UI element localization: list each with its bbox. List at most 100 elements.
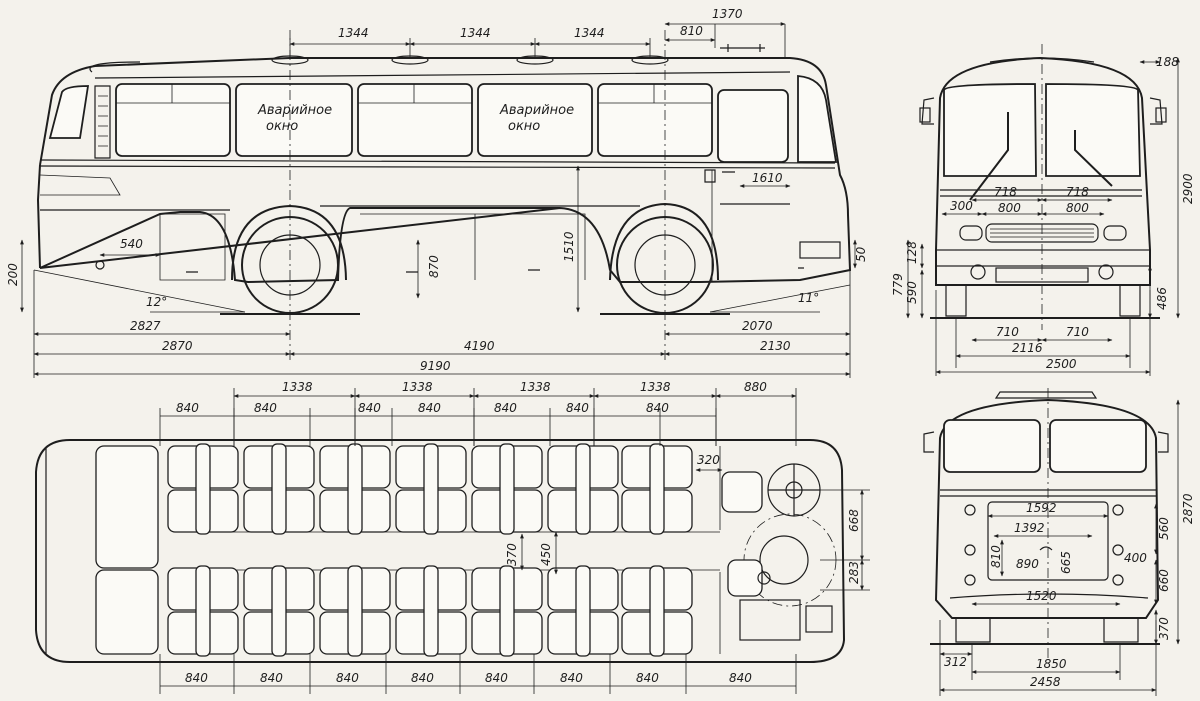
plan-dim-370: 370 <box>505 543 519 566</box>
front-view: 188 2900 718 718 300 800 800 128 779 590… <box>891 44 1195 376</box>
plan-seat-pitch-bottom-label: 840 <box>636 671 659 685</box>
plan-seat-pitch-top-label: 840 <box>494 401 517 415</box>
emergency-window-label-2b: окно <box>508 119 540 134</box>
dim-2070: 2070 <box>742 319 773 333</box>
plan-dim-1338-3: 1338 <box>520 380 551 394</box>
dim-870: 870 <box>427 255 441 278</box>
dim-200: 200 <box>6 263 20 286</box>
dim-rear-810: 810 <box>680 24 703 38</box>
plan-dim-1338-4: 1338 <box>640 380 671 394</box>
rear-dim-2458: 2458 <box>1030 675 1061 689</box>
plan-seat-pitch-top-label: 840 <box>418 401 441 415</box>
front-dim-800-right: 800 <box>1066 201 1089 215</box>
dim-1610: 1610 <box>752 171 783 185</box>
seat-pair <box>621 565 693 657</box>
front-dim-2116: 2116 <box>1012 341 1043 355</box>
dim-9190: 9190 <box>420 359 451 373</box>
rear-dim-400: 400 <box>1124 551 1147 565</box>
dim-2827: 2827 <box>130 319 161 333</box>
rear-dim-1520: 1520 <box>1026 589 1057 603</box>
plan-seat-pitch-top: 840 840 840 840 840 840 840 <box>159 401 717 446</box>
emergency-window-label-1b: окно <box>266 119 298 134</box>
front-dim-718-left: 718 <box>994 185 1017 199</box>
plan-seat-pitch-bottom-label: 840 <box>411 671 434 685</box>
dim-window-pitch-2: 1344 <box>460 26 491 40</box>
front-dim-128: 128 <box>905 241 919 264</box>
rear-dim-560: 560 <box>1157 517 1171 540</box>
seat-pair <box>167 443 239 535</box>
front-dim-800-left: 800 <box>998 201 1021 215</box>
front-dim-779: 779 <box>891 273 905 296</box>
seat-pair <box>319 443 391 535</box>
seat-pair <box>167 565 239 657</box>
seat-pair <box>471 443 543 535</box>
plan-dim-880: 880 <box>744 380 767 394</box>
emergency-window-label-1a: Аварийное <box>257 103 332 118</box>
rear-dim-810: 810 <box>989 545 1003 568</box>
plan-seat-pitch-bottom: 840 840 840 840 840 840 840 840 <box>159 654 797 694</box>
departure-angle: 11° <box>798 291 819 305</box>
dim-540: 540 <box>120 237 143 251</box>
plan-seat-pitch-top-label: 840 <box>254 401 277 415</box>
plan-seat-pitch-top-label: 840 <box>358 401 381 415</box>
dim-1510: 1510 <box>562 231 576 262</box>
front-dim-710-right: 710 <box>1066 325 1089 339</box>
plan-seat-pitch-bottom-label: 840 <box>560 671 583 685</box>
plan-seat-pitch-bottom-label: 840 <box>185 671 208 685</box>
rear-dim-890: 890 <box>1016 557 1039 571</box>
approach-angle: 12° <box>146 295 167 309</box>
side-view: Аварийное окно Аварийное окно <box>6 7 868 378</box>
front-dim-486: 486 <box>1155 287 1169 310</box>
seats-left-row <box>167 443 693 535</box>
rear-dim-1592: 1592 <box>1026 501 1057 515</box>
seat-pair <box>547 565 619 657</box>
front-dim-300: 300 <box>950 199 973 213</box>
rear-dim-660: 660 <box>1157 569 1171 592</box>
rear-dim-370: 370 <box>1157 617 1171 640</box>
plan-dim-1338-1: 1338 <box>282 380 313 394</box>
rear-dim-665: 665 <box>1059 551 1073 574</box>
plan-dim-320: 320 <box>697 453 720 467</box>
plan-dim-1338-2: 1338 <box>402 380 433 394</box>
plan-seat-pitch-bottom-label: 840 <box>336 671 359 685</box>
dim-rear-1370: 1370 <box>712 7 743 21</box>
plan-dim-283: 283 <box>847 561 861 584</box>
plan-seat-pitch-top-label: 840 <box>176 401 199 415</box>
emergency-window-label-2a: Аварийное <box>499 103 574 118</box>
seat-pair <box>621 443 693 535</box>
dim-50: 50 <box>854 246 868 262</box>
dim-2130: 2130 <box>760 339 791 353</box>
rear-dim-1850: 1850 <box>1036 657 1067 671</box>
seat-pair <box>395 443 467 535</box>
front-dim-718-right: 718 <box>1066 185 1089 199</box>
dim-2870: 2870 <box>162 339 193 353</box>
plan-seat-pitch-bottom-label: 840 <box>729 671 752 685</box>
front-dim-2500: 2500 <box>1046 357 1077 371</box>
dim-4190: 4190 <box>464 339 495 353</box>
seat-pair <box>547 443 619 535</box>
front-dim-2900: 2900 <box>1181 173 1195 204</box>
front-dim-710-left: 710 <box>996 325 1019 339</box>
seats-right-row <box>167 565 693 657</box>
plan-dim-668: 668 <box>847 509 861 532</box>
plan-seat-pitch-top-label: 840 <box>566 401 589 415</box>
dim-window-pitch-1: 1344 <box>338 26 369 40</box>
rear-dim-312: 312 <box>944 655 967 669</box>
plan-seat-pitch-top-label: 840 <box>646 401 669 415</box>
front-dim-188: 188 <box>1156 55 1179 69</box>
dim-window-pitch-3: 1344 <box>574 26 605 40</box>
front-dim-590: 590 <box>905 281 919 304</box>
rear-dim-2870: 2870 <box>1181 493 1195 524</box>
plan-dim-450: 450 <box>539 543 553 566</box>
plan-seat-pitch-bottom-label: 840 <box>485 671 508 685</box>
seat-pair <box>471 565 543 657</box>
seat-pair <box>243 443 315 535</box>
rear-view: 1592 1392 810 890 665 1520 2870 560 400 … <box>923 388 1195 696</box>
seat-pair <box>395 565 467 657</box>
plan-seat-pitch-bottom-label: 840 <box>260 671 283 685</box>
rear-dim-1392: 1392 <box>1014 521 1045 535</box>
seat-pair <box>319 565 391 657</box>
seat-pair <box>243 565 315 657</box>
